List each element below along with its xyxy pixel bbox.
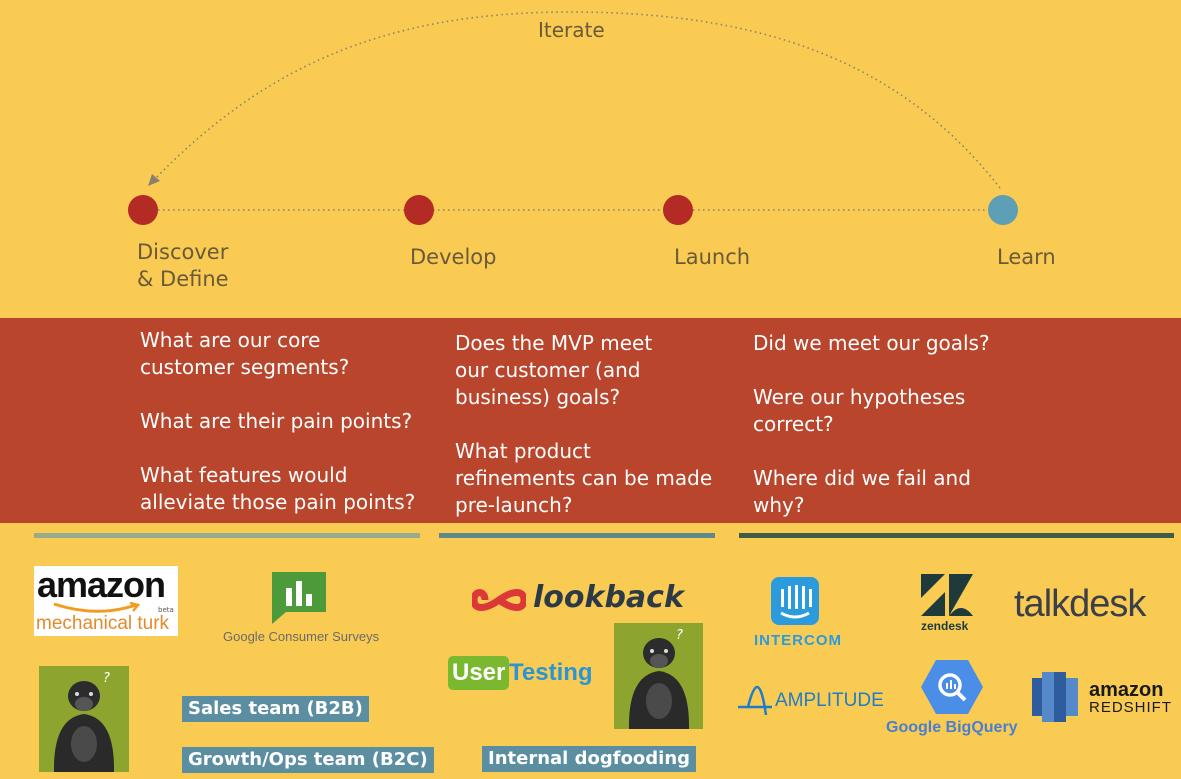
rule-discover [34, 533, 420, 538]
redshift-icon [1032, 670, 1082, 724]
stage-label-launch: Launch [674, 244, 750, 271]
lookback-infinity-icon [472, 587, 526, 613]
questions-discover: What are our core customer segments? Wha… [140, 327, 415, 516]
svg-text:?: ? [676, 628, 683, 643]
questions-learn: Did we meet our goals? Were our hypothes… [753, 330, 990, 519]
stage-label-learn: Learn [997, 244, 1056, 271]
gorilla-figure: ? [614, 623, 703, 729]
google-surveys-icon [272, 572, 326, 624]
bigquery-label: Google BigQuery [886, 719, 1018, 737]
stage-dot-discover [128, 195, 158, 225]
iterate-arrowhead [148, 174, 160, 186]
gorilla-figure: ? [39, 666, 129, 772]
intercom-icon [771, 577, 819, 625]
tag-growth-ops-team: Growth/Ops team (B2C) [182, 747, 434, 773]
mturk-logo-top: amazon [37, 564, 165, 606]
gorilla-icon-develop: ? [614, 623, 703, 729]
svg-text:?: ? [103, 671, 110, 686]
questions-develop: Does the MVP meet our customer (and busi… [455, 330, 712, 519]
stage-dot-learn [988, 195, 1018, 225]
amplitude-label: AMPLITUDE [775, 690, 884, 712]
google-consumer-surveys-label: Google Consumer Surveys [223, 629, 379, 644]
mturk-logo-bottom: mechanical turk [36, 613, 169, 635]
gorilla-icon-discover: ? [39, 666, 129, 772]
usertesting-user: User [448, 656, 509, 690]
stage-label-discover: Discover & Define [137, 239, 229, 293]
stage-dot-develop [404, 195, 434, 225]
zendesk-label: zendesk [921, 619, 968, 633]
intercom-label: INTERCOM [754, 632, 842, 649]
amplitude-icon [736, 685, 774, 719]
iterate-label: Iterate [538, 18, 605, 42]
lookback-logo: lookback [533, 580, 684, 615]
tag-internal-dogfooding: Internal dogfooding [482, 746, 696, 772]
redshift-label-bottom: REDSHIFT [1089, 699, 1172, 716]
zendesk-icon [921, 574, 973, 616]
usertesting-testing: Testing [509, 657, 593, 689]
bigquery-icon [921, 660, 983, 714]
rule-learn [739, 533, 1174, 538]
tag-sales-team: Sales team (B2B) [182, 696, 369, 722]
rule-develop [439, 533, 715, 538]
stage-dot-launch [663, 195, 693, 225]
talkdesk-logo: talkdesk [1014, 583, 1145, 626]
mechanical-turk-logo: amazon beta mechanical turk [34, 566, 178, 636]
stage-label-develop: Develop [410, 244, 496, 271]
